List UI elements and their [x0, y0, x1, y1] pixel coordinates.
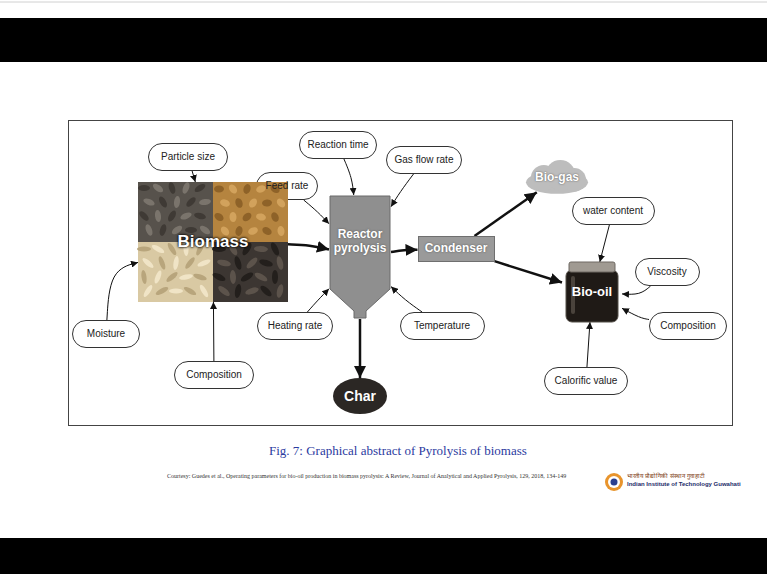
window-edge: [0, 2, 767, 3]
property-bubble: Calorific value: [544, 367, 628, 395]
logo-core: [611, 479, 618, 486]
influence-arrow: [391, 174, 414, 207]
node-label: Temperature: [414, 320, 470, 332]
node-label: Char: [344, 388, 376, 404]
node-label: Gas flow rate: [395, 154, 454, 166]
node-label: Biomass: [178, 232, 249, 252]
source-note: Courtesy: Guedes et al., Operating param…: [167, 473, 566, 479]
node-label: Viscosity: [647, 266, 686, 278]
logo-ring: [605, 473, 623, 491]
influence-arrow: [587, 322, 590, 367]
node-label: Bio-oil: [572, 285, 612, 300]
product-cloud: Bio-gas: [524, 160, 590, 196]
property-bubble: water content: [572, 197, 655, 225]
institute-name: भारतीय प्रौद्योगिकी संस्थान गुवाहाटी: [627, 472, 705, 480]
process-box: Condenser: [418, 236, 495, 262]
node-label: Feed rate: [266, 180, 309, 192]
texture: [137, 181, 287, 298]
node-label: Reaction time: [307, 139, 368, 151]
influence-arrow: [213, 302, 214, 361]
influence-arrow: [391, 287, 422, 312]
product-jar: Bio-oil: [562, 262, 622, 322]
property-bubble: Composition: [649, 312, 727, 340]
influence-arrow: [192, 171, 195, 182]
property-bubble: Viscosity: [635, 258, 700, 286]
reactor-vessel: Reactor pyrolysis: [329, 195, 391, 319]
vessel-outline: [329, 195, 391, 319]
influence-arrow: [600, 225, 610, 262]
parameter-bubble: Composition: [174, 361, 254, 389]
flow-arrow: [359, 319, 362, 378]
parameter-bubble: Heating rate: [257, 312, 333, 340]
flow-arrow: [391, 250, 418, 252]
product-blob: Char: [333, 378, 387, 414]
top-bar: [0, 18, 767, 62]
logo-inner: [608, 476, 620, 488]
feedstock-image: Biomass: [138, 182, 288, 302]
node-label: Calorific value: [555, 375, 618, 387]
influence-arrow: [622, 286, 651, 294]
influence-arrow: [304, 200, 329, 224]
flow-arrow: [288, 244, 329, 249]
influence-arrow: [344, 159, 354, 195]
figure-caption: Fig. 7: Graphical abstract of Pyrolysis …: [269, 443, 527, 459]
node-label: Moisture: [87, 328, 125, 340]
institute-logo: [605, 473, 623, 491]
node-label: Condenser: [425, 242, 488, 256]
parameter-bubble: Particle size: [148, 143, 228, 171]
node-label: Bio-gas: [535, 171, 579, 185]
node-label: Heating rate: [268, 320, 322, 332]
node-label: Reactor pyrolysis: [332, 228, 388, 256]
node-label: Composition: [186, 369, 242, 381]
parameter-bubble: Temperature: [400, 312, 485, 340]
node-label: water content: [583, 205, 643, 217]
figure-frame: [69, 121, 733, 426]
cloud-body: [526, 160, 588, 194]
bottom-bar: [0, 538, 767, 574]
influence-arrow: [107, 262, 138, 320]
flow-arrow: [495, 261, 563, 282]
influence-arrow: [622, 308, 649, 319]
influence-arrow: [307, 289, 329, 312]
vessel-body: [330, 196, 390, 318]
node-label: Composition: [660, 320, 716, 332]
parameter-bubble: Moisture: [72, 320, 140, 348]
parameter-bubble: Reaction time: [299, 131, 377, 159]
node-label: Particle size: [161, 151, 215, 163]
parameter-bubble: Gas flow rate: [386, 146, 462, 174]
institute-name: Indian Institute of Technology Guwahati: [627, 481, 741, 487]
flow-arrow: [474, 192, 536, 236]
